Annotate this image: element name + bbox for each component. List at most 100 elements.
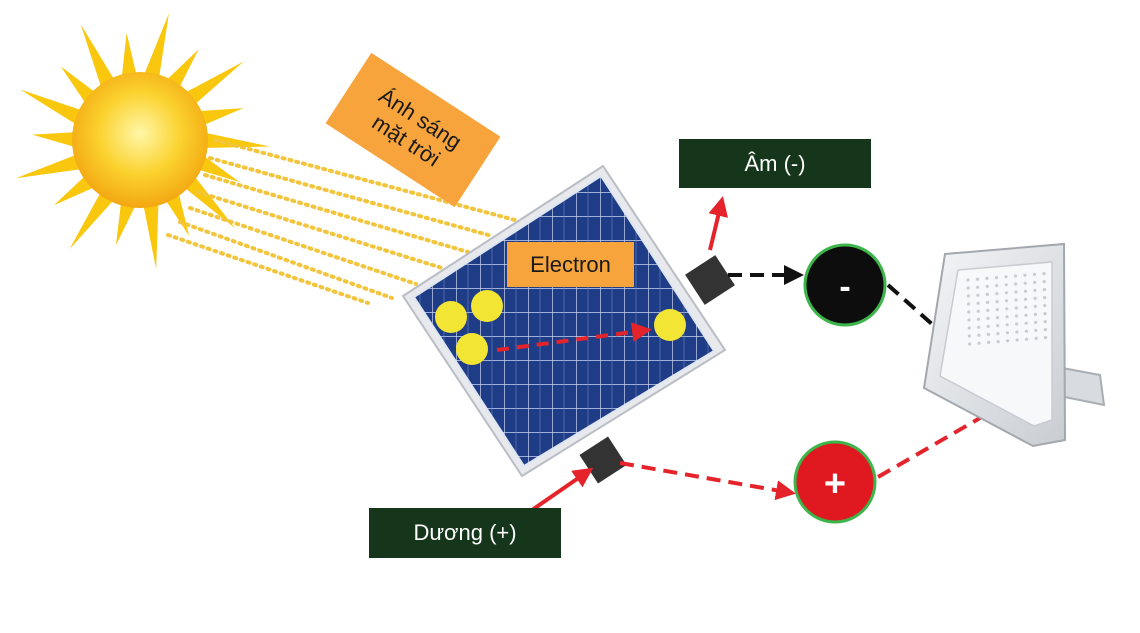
led-dot — [1014, 298, 1018, 302]
led-dot — [1033, 280, 1037, 284]
led-dot — [977, 341, 981, 345]
sun-icon — [15, 13, 270, 269]
led-dot — [1005, 299, 1009, 303]
led-dot — [966, 294, 971, 298]
sun-ray — [181, 173, 236, 229]
led-dot — [995, 308, 999, 312]
electron-label: Electron — [507, 242, 634, 287]
led-dot — [986, 300, 990, 304]
positive-terminal: + — [793, 440, 877, 524]
negative-terminal: - — [803, 243, 887, 327]
led-dot — [1005, 323, 1009, 327]
electron-dot — [654, 309, 686, 341]
led-dot — [976, 309, 980, 313]
led-dot — [1033, 288, 1037, 292]
led-dot — [967, 318, 971, 322]
led-dot — [1042, 288, 1046, 292]
led-dot — [1024, 313, 1028, 317]
led-dot — [986, 332, 991, 336]
sun-ray — [32, 131, 79, 149]
led-dot — [975, 277, 980, 281]
led-dot — [976, 293, 980, 297]
electrons — [435, 290, 686, 365]
led-dot — [1004, 291, 1009, 295]
led-dot — [1014, 314, 1019, 318]
led-dot — [1023, 273, 1027, 277]
positive-wire — [619, 461, 796, 501]
led-dot — [1044, 336, 1048, 340]
led-dot — [1023, 289, 1027, 293]
led-dot — [1014, 306, 1018, 310]
led-dot — [977, 325, 981, 329]
sun-ray — [69, 189, 117, 250]
led-dot — [986, 308, 990, 312]
led-dot — [995, 284, 999, 288]
sun-ray — [195, 108, 244, 127]
led-dot — [1014, 290, 1018, 294]
sun-ray — [121, 32, 138, 81]
led-dot — [977, 333, 981, 337]
led-dot — [1005, 331, 1010, 335]
led-dot — [976, 317, 981, 321]
sun-ray — [195, 153, 240, 182]
led-dot — [1043, 328, 1047, 332]
led-dot — [1005, 315, 1009, 319]
led-dot — [976, 285, 980, 289]
led-dot — [1004, 275, 1008, 279]
led-dot — [1033, 304, 1037, 308]
led-dot — [1043, 304, 1047, 308]
sun-ray — [20, 89, 85, 127]
led-dot — [985, 292, 990, 296]
led-dot — [968, 342, 972, 346]
sun-ray — [80, 24, 117, 91]
led-dot — [994, 276, 999, 280]
led-dot — [1025, 337, 1029, 341]
led-dot — [1043, 320, 1047, 324]
sun-ray — [181, 61, 244, 107]
electron-dot — [456, 333, 488, 365]
led-dot — [1004, 283, 1008, 287]
led-dot — [1015, 330, 1019, 334]
sun-ray — [15, 153, 85, 179]
led-dot — [986, 324, 990, 328]
led-dot — [1015, 322, 1019, 326]
led-dot — [967, 302, 971, 306]
led-dot — [1043, 296, 1047, 300]
led-dot — [1034, 328, 1038, 332]
led-dot — [1024, 297, 1028, 301]
led-dot — [1033, 296, 1037, 300]
led-dot — [1043, 312, 1047, 316]
light-rays — [166, 138, 517, 305]
sun-ray — [115, 199, 138, 246]
led-dot — [1005, 307, 1009, 311]
led-dot — [987, 340, 991, 344]
sun-ray — [142, 199, 159, 269]
sun-ray — [201, 131, 270, 149]
led-dot — [995, 316, 1000, 320]
led-dot — [1042, 280, 1046, 284]
led-dot — [1014, 282, 1018, 286]
solar-panel-icon — [401, 164, 727, 478]
sun-ray — [142, 13, 169, 81]
led-dot — [1032, 272, 1037, 276]
led-dot — [966, 286, 970, 290]
positive-label: Dương (+) — [369, 508, 561, 558]
led-dot — [1034, 336, 1038, 340]
led-dot — [1006, 339, 1010, 343]
led-dot — [1023, 281, 1027, 285]
led-dot — [995, 292, 999, 296]
svg-text:-: - — [839, 268, 850, 306]
positive-up-arrow — [530, 467, 594, 512]
led-dot — [986, 316, 990, 320]
led-dot — [976, 301, 980, 305]
led-dot — [996, 340, 1000, 344]
led-dot — [967, 310, 971, 314]
led-dot — [985, 284, 989, 288]
led-dot — [1033, 312, 1038, 316]
negative-up-arrow — [708, 196, 728, 251]
positive-junction-box — [579, 436, 627, 484]
lamp-negative-wire — [886, 283, 944, 335]
electron-dot — [471, 290, 503, 322]
led-dot — [1024, 305, 1028, 309]
